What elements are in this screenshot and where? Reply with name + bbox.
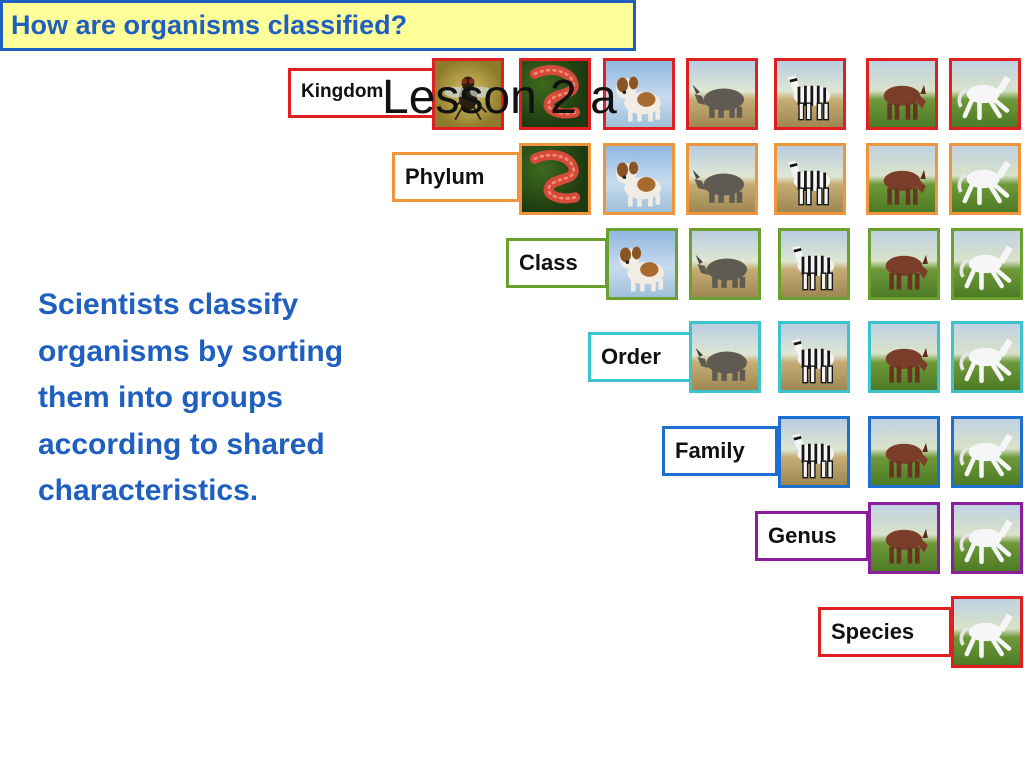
level-label-kingdom: Kingdom: [288, 68, 436, 118]
rhino-image: [686, 143, 758, 215]
horse-image: [949, 58, 1021, 130]
level-label-genus: Genus: [755, 511, 869, 561]
dog-image: [603, 143, 675, 215]
donkey-image: [866, 143, 938, 215]
rhino-image: [689, 228, 761, 300]
level-label-class: Class: [506, 238, 608, 288]
rhino-image: [686, 58, 758, 130]
donkey-image: [866, 58, 938, 130]
horse-image: [951, 416, 1023, 488]
level-label-species: Species: [818, 607, 952, 657]
worm-image: [519, 143, 591, 215]
horse-image: [951, 321, 1023, 393]
worm-image: [519, 58, 591, 130]
donkey-image: [868, 321, 940, 393]
zebra-image: [778, 416, 850, 488]
dog-image: [606, 228, 678, 300]
level-label-family: Family: [662, 426, 778, 476]
level-label-order: Order: [588, 332, 692, 382]
dog-image: [603, 58, 675, 130]
zebra-image: [774, 143, 846, 215]
zebra-image: [778, 228, 850, 300]
zebra-image: [778, 321, 850, 393]
donkey-image: [868, 502, 940, 574]
horse-image: [951, 228, 1023, 300]
rhino-image: [689, 321, 761, 393]
level-label-phylum: Phylum: [392, 152, 520, 202]
horse-image: [951, 596, 1023, 668]
horse-image: [951, 502, 1023, 574]
body-text: Scientists classify organisms by sorting…: [38, 288, 344, 507]
donkey-image: [868, 416, 940, 488]
zebra-image: [774, 58, 846, 130]
donkey-image: [868, 228, 940, 300]
fly-image: [432, 58, 504, 130]
horse-image: [949, 143, 1021, 215]
slide-title: How are organisms classified?: [0, 0, 636, 51]
